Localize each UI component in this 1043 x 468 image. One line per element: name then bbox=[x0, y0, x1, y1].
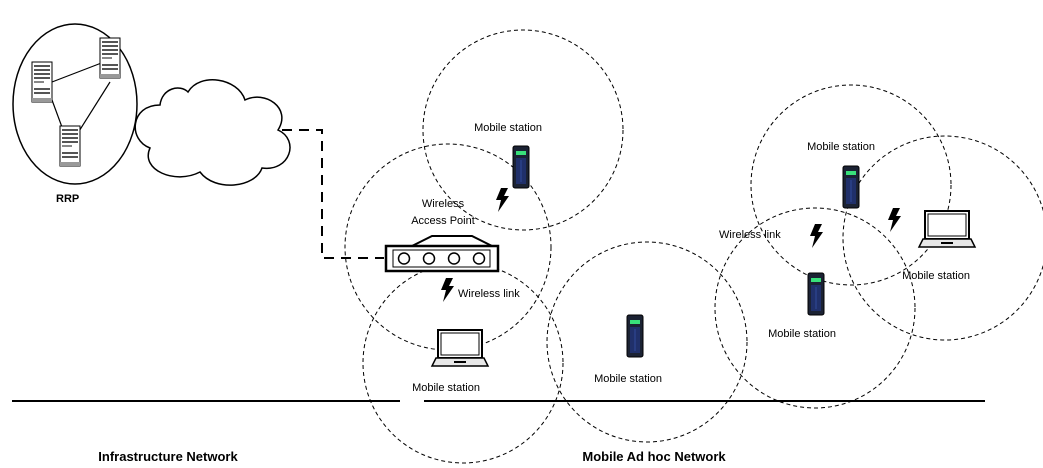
wap-label-line2: Access Point bbox=[411, 215, 475, 227]
wireless-link-label: Wireless link bbox=[719, 229, 781, 241]
wap-label-line1: Wireless bbox=[422, 198, 465, 210]
lightning-bolt-icon bbox=[496, 188, 509, 212]
mobile-device-icon bbox=[512, 145, 530, 189]
server-icon bbox=[59, 125, 81, 167]
wired-link bbox=[282, 129, 384, 259]
adhoc-network-label: Mobile Ad hoc Network bbox=[582, 449, 726, 464]
coverage-circle bbox=[714, 207, 916, 409]
server-icon bbox=[31, 61, 53, 103]
wireless-link-label: Wireless link bbox=[458, 288, 520, 300]
coverage-circle bbox=[546, 241, 748, 443]
rrp-boundary bbox=[12, 23, 138, 185]
lightning-bolt-icon bbox=[441, 278, 454, 302]
laptop-icon bbox=[918, 210, 976, 248]
laptop-icon bbox=[431, 329, 489, 367]
mobile-station-label: Mobile station bbox=[412, 382, 480, 394]
mobile-device-icon bbox=[807, 272, 825, 316]
access-point-icon bbox=[384, 235, 500, 273]
coverage-circle bbox=[750, 84, 952, 286]
lightning-bolt-icon bbox=[888, 208, 901, 232]
lightning-bolt-icon bbox=[810, 224, 823, 248]
cloud-icon bbox=[134, 79, 291, 186]
mobile-station-label: Mobile station bbox=[768, 328, 836, 340]
rrp-label: RRP bbox=[56, 193, 79, 205]
mobile-station-label: Mobile station bbox=[902, 270, 970, 282]
server-icon bbox=[99, 37, 121, 79]
coverage-circle bbox=[842, 135, 1043, 341]
mobile-device-icon bbox=[626, 314, 644, 358]
coverage-circle bbox=[422, 29, 624, 231]
mobile-station-label: Mobile station bbox=[474, 122, 542, 134]
mobile-station-label: Mobile station bbox=[594, 373, 662, 385]
mobile-station-label: Mobile station bbox=[807, 141, 875, 153]
infrastructure-network-label: Infrastructure Network bbox=[98, 449, 238, 464]
mobile-device-icon bbox=[842, 165, 860, 209]
